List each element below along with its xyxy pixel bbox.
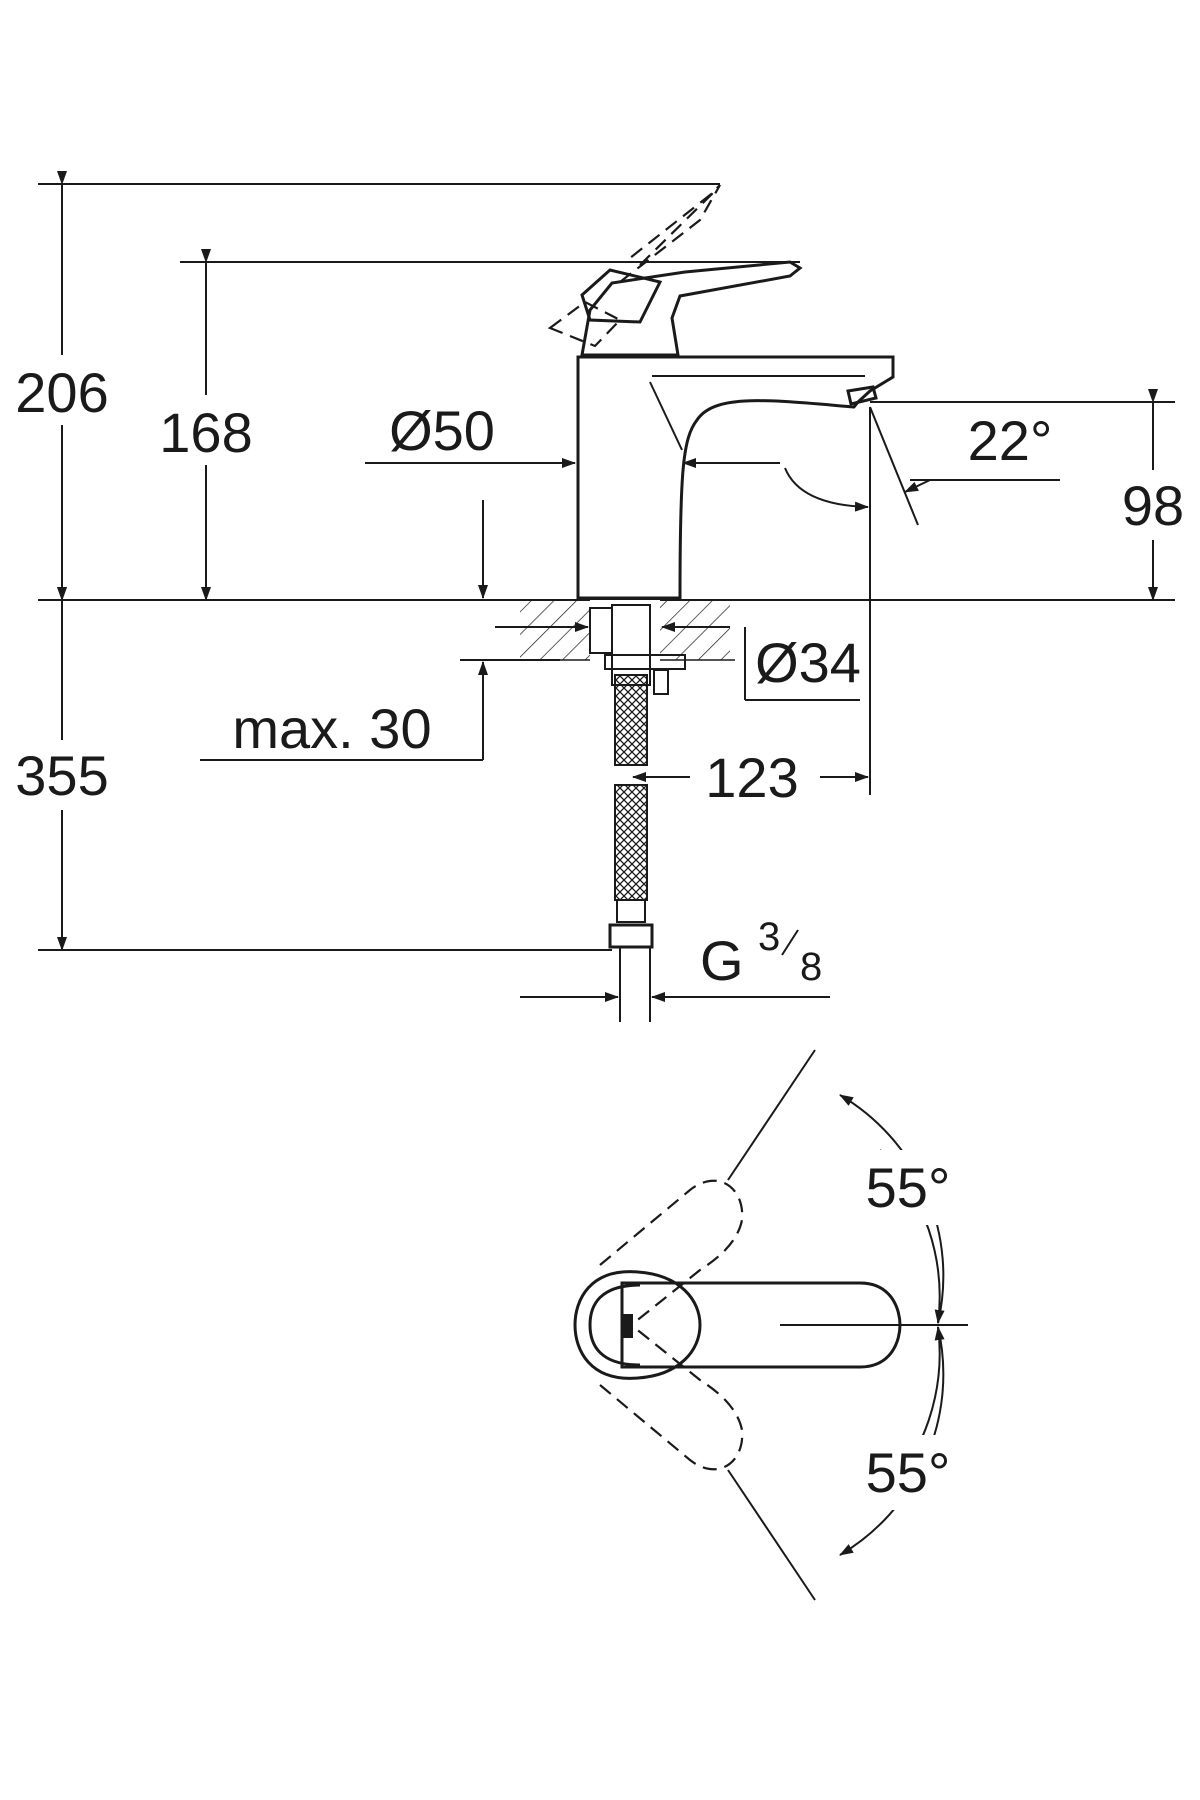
dim-max-30: max. 30 bbox=[200, 659, 560, 761]
dim-98: 98 bbox=[870, 389, 1198, 601]
dim-206: 206 bbox=[4, 171, 720, 601]
thread-g-label: G bbox=[700, 929, 744, 992]
lever bbox=[580, 260, 803, 357]
dim-168: 168 bbox=[150, 249, 800, 601]
dim-50-label: Ø50 bbox=[389, 399, 495, 462]
dim-swing-up: 55° bbox=[839, 1094, 967, 1324]
dim-355-label: 355 bbox=[15, 744, 108, 807]
handle-top bbox=[573, 1270, 902, 1380]
faucet-body bbox=[576, 355, 895, 600]
swing-down-label: 55° bbox=[866, 1441, 951, 1504]
dim-355: 355 bbox=[4, 587, 612, 951]
dim-206-label: 206 bbox=[15, 361, 108, 424]
supply-hoses bbox=[589, 604, 686, 1022]
handle-indicator bbox=[623, 1314, 633, 1338]
thread-slash bbox=[781, 929, 799, 956]
countertop-section bbox=[515, 600, 735, 662]
thread-numerator: 3 bbox=[758, 915, 780, 959]
dim-34-label: Ø34 bbox=[755, 631, 861, 694]
swing-up-label: 55° bbox=[866, 1156, 951, 1219]
dim-diameter-50: Ø50 bbox=[365, 399, 780, 468]
dim-thread-g38: G 3 8 bbox=[520, 915, 830, 1002]
top-view: 55° 55° bbox=[573, 1049, 968, 1601]
swing-line-up bbox=[727, 1049, 816, 1181]
side-view: 206 168 Ø50 22° bbox=[4, 171, 1198, 1022]
dim-diameter-34: Ø34 bbox=[495, 622, 861, 701]
dim-22-label: 22° bbox=[968, 409, 1053, 472]
dim-123-label: 123 bbox=[705, 746, 798, 809]
swing-line-down bbox=[727, 1469, 816, 1601]
dim-swing-down: 55° bbox=[839, 1326, 967, 1556]
dim-max30-label: max. 30 bbox=[232, 697, 431, 760]
dim-123: 123 bbox=[632, 746, 869, 809]
dim-angle-22: 22° bbox=[784, 406, 1060, 795]
handle-swung-up bbox=[599, 1179, 744, 1331]
handle-swung-down bbox=[599, 1319, 744, 1471]
thread-denominator: 8 bbox=[800, 945, 822, 989]
dim-168-label: 168 bbox=[159, 401, 252, 464]
dim-98-label: 98 bbox=[1122, 474, 1184, 537]
